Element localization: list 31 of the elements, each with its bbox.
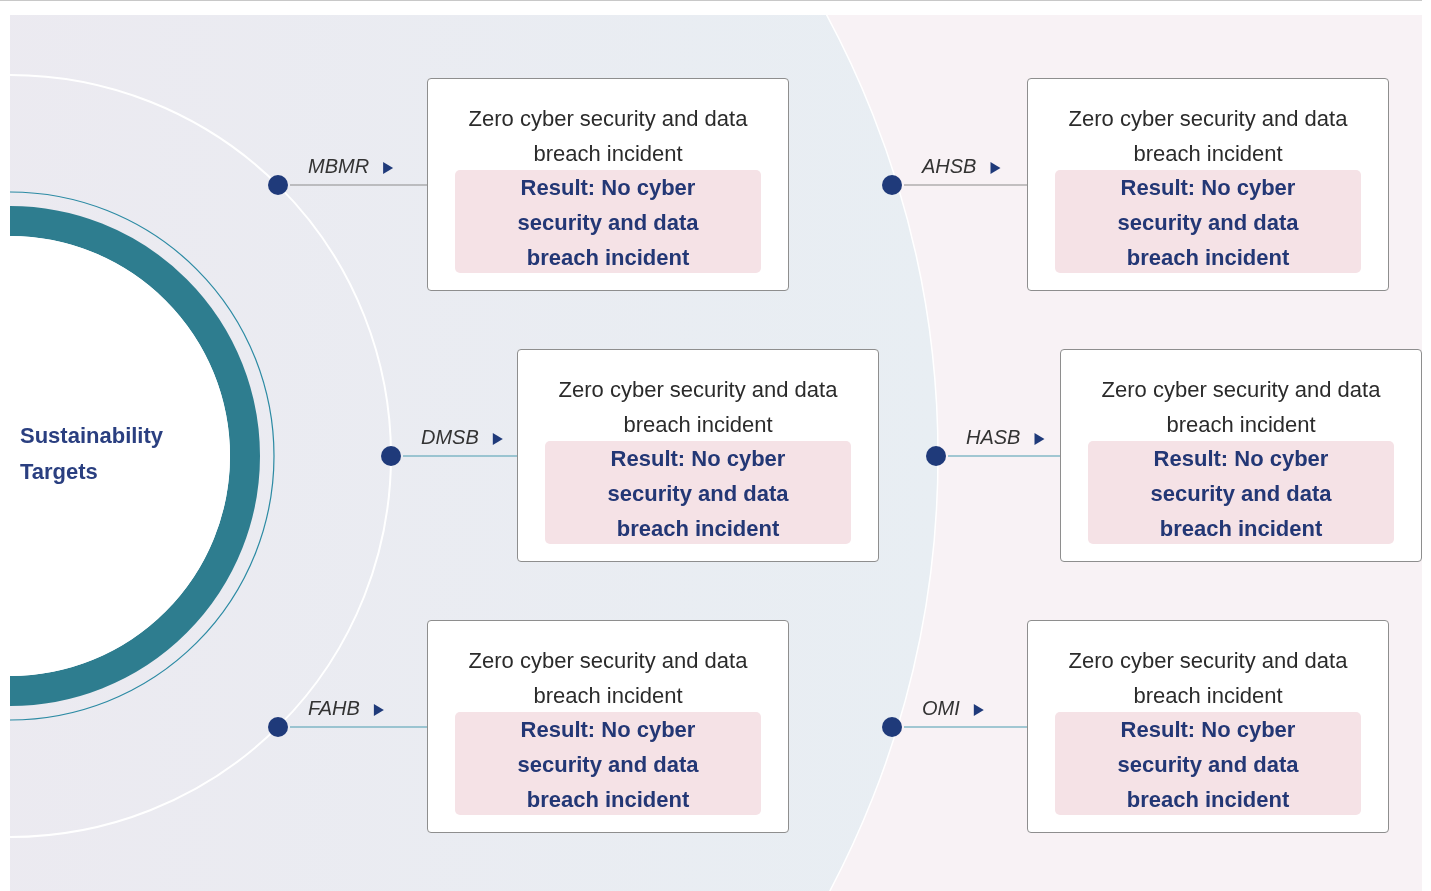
- connector-line: [947, 455, 1061, 457]
- target-card: [427, 78, 789, 291]
- result-panel: Result: No cyber security and data breach incident: [455, 712, 761, 815]
- result-panel: Result: No cyber security and data breach incident: [1055, 170, 1361, 273]
- result-panel: Result: No cyber security and data breach incident: [545, 441, 851, 544]
- connector-line: [903, 726, 1028, 728]
- target-text: Zero cyber security and data breach incident: [467, 105, 749, 168]
- connector-line: [289, 726, 428, 728]
- result-panel: Result: No cyber security and data breach incident: [1055, 712, 1361, 815]
- connector-line: [903, 184, 1028, 186]
- result-panel: Result: No cyber security and data breach incident: [455, 170, 761, 273]
- connector-line: [402, 455, 518, 457]
- target-text: Zero cyber security and data breach incident: [1100, 376, 1382, 439]
- target-card: [1027, 620, 1389, 833]
- target-card: [1027, 78, 1389, 291]
- target-card: [427, 620, 789, 833]
- edge-label: FAHB: [308, 697, 360, 720]
- target-text: Zero cyber security and data breach incident: [467, 647, 749, 710]
- target-text: Zero cyber security and data breach incident: [1067, 647, 1349, 710]
- edge-label: HASB: [966, 426, 1021, 449]
- target-text: Zero cyber security and data breach incident: [557, 376, 839, 439]
- title-text: Sustainability Targets: [20, 422, 165, 486]
- edge-label: OMI: [922, 697, 960, 720]
- edge-label: DMSB: [421, 426, 479, 449]
- target-card: [1060, 349, 1422, 562]
- result-panel: Result: No cyber security and data breach incident: [1088, 441, 1394, 544]
- target-card: [517, 349, 879, 562]
- edge-label: MBMR: [308, 155, 370, 178]
- edge-label: AHSB: [922, 155, 977, 178]
- connector-line: [289, 184, 428, 186]
- target-text: Zero cyber security and data breach incident: [1067, 105, 1349, 168]
